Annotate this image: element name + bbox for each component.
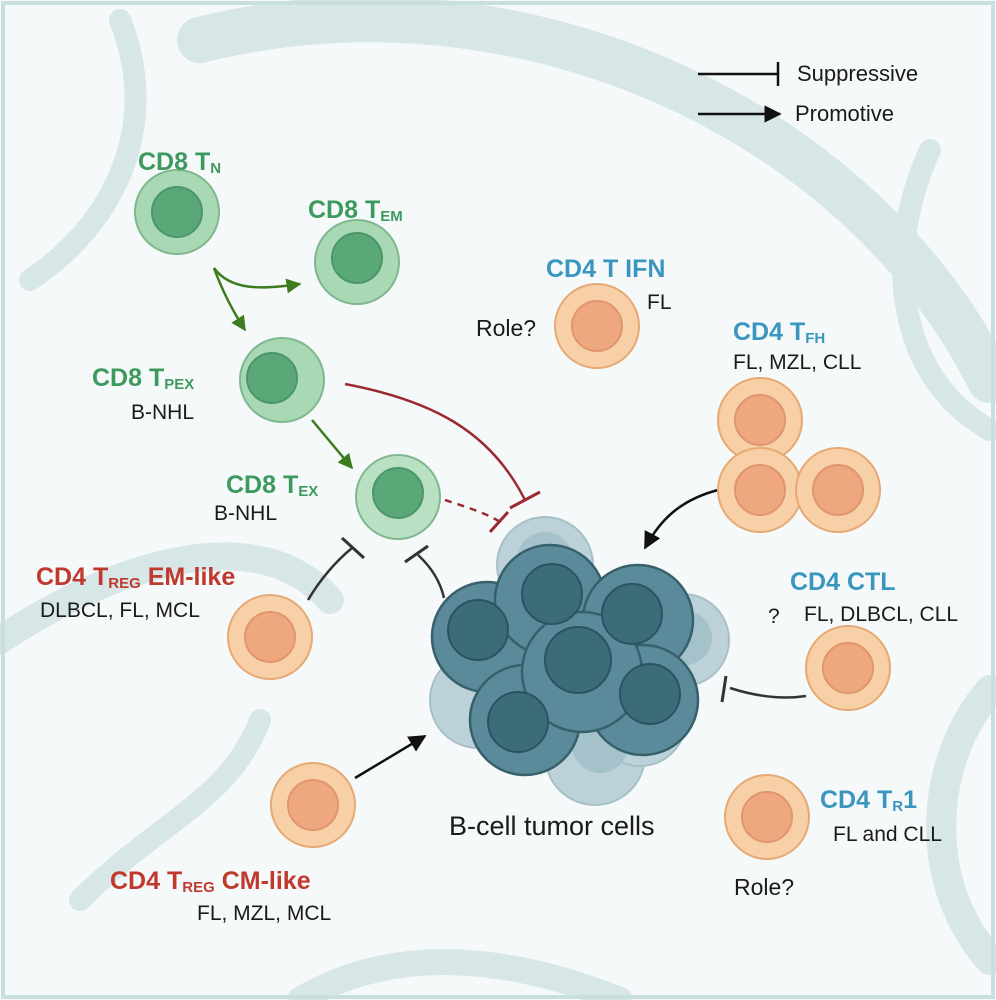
cd4-t-ifn-disease: FL	[647, 291, 672, 314]
cd4-treg-em-disease: DLBCL, FL, MCL	[40, 599, 200, 622]
tpex-to-tex-arrow	[311, 419, 353, 470]
cd4-tr1-role: Role?	[734, 874, 795, 900]
cd4-ctl-disease: FL, DLBCL, CLL	[804, 603, 959, 626]
tumor-suppress-tex-bar	[404, 544, 429, 564]
treg-em-suppress-bar	[340, 536, 366, 560]
cd4-tfh-cells	[717, 377, 881, 533]
cd8-tpex-label: CD8 TPEX	[92, 364, 195, 393]
tn-to-tem-arrow	[212, 267, 302, 294]
cd4-tfh-main: CD4 T	[733, 318, 806, 346]
cd4-tfh-disease: FL, MZL, CLL	[733, 351, 862, 374]
cd8-tex-label: CD8 TEX	[226, 471, 319, 500]
tn-to-tpex-arrow	[212, 267, 247, 332]
legend-promotive-label: Promotive	[795, 101, 895, 126]
cd8-tex-disease: B-NHL	[214, 502, 278, 525]
cd8-tn-cell	[134, 169, 220, 255]
cd4-tr1-label: CD4 TR1	[820, 786, 917, 815]
cd8-tn-label: CD8 TN	[138, 148, 222, 177]
cd4-tr1-main: CD4 T	[820, 786, 893, 814]
cd4-treg-em-main: CD4 T	[36, 563, 109, 591]
cd4-tr1-cell	[724, 774, 810, 860]
cd8-tem-cell	[314, 219, 400, 305]
cd4-treg-cm-disease: FL, MZL, MCL	[197, 902, 332, 925]
cd4-treg-cm-suffix: CM-like	[214, 867, 311, 895]
cd4-tr1-disease: FL and CLL	[833, 823, 942, 846]
cd8-tn-subscript: N	[210, 160, 222, 177]
legend-suppressive-label: Suppressive	[797, 61, 919, 86]
cd4-tfh-subscript: FH	[805, 330, 826, 347]
tumor-suppress-tex-line	[417, 554, 446, 599]
cd8-tem-subscript: EM	[380, 208, 403, 225]
cd4-tfh-label: CD4 TFH	[733, 318, 826, 347]
cd4-treg-em-label: CD4 TREG EM-like	[36, 563, 236, 592]
treg-em-suppress-line	[306, 547, 353, 601]
tex-inhibit-bar	[488, 510, 510, 534]
legend	[698, 62, 782, 123]
cd8-tpex-subscript: PEX	[164, 376, 195, 393]
cd4-ctl-question: ?	[768, 605, 780, 628]
cd8-tpex-main: CD8 T	[92, 364, 165, 392]
cd4-tr1-suffix: 1	[903, 786, 917, 814]
cd4-treg-em-subscript: REG	[108, 575, 141, 592]
ctl-suppress-bar	[720, 675, 728, 703]
cd4-treg-em-suffix: EM-like	[140, 563, 236, 591]
b-cell-tumor-cluster	[429, 516, 730, 806]
cd4-ctl-label: CD4 CTL	[790, 568, 896, 596]
tex-inhibits-tumor-dashed	[444, 498, 501, 524]
ctl-suppress-line	[729, 686, 807, 699]
tpex-inhibits-tumor-line	[344, 382, 527, 501]
cd4-treg-em-cell	[227, 594, 313, 680]
cd8-tpex-cell	[239, 337, 325, 423]
cd8-tpex-disease: B-NHL	[131, 401, 195, 424]
cd8-tex-main: CD8 T	[226, 471, 299, 499]
connectors	[212, 267, 807, 780]
cd8-tem-label: CD8 TEM	[308, 196, 403, 225]
cd4-t-ifn-cell	[554, 283, 640, 369]
cd4-ctl-cell	[805, 625, 891, 711]
tumor-label: B-cell tumor cells	[449, 811, 655, 841]
cd8-tex-subscript: EX	[298, 483, 319, 500]
cd8-tem-main: CD8 T	[308, 196, 381, 224]
cd4-tr1-subscript: R	[892, 798, 904, 815]
cd8-tn-main: CD8 T	[138, 148, 211, 176]
cd4-t-ifn-role: Role?	[476, 315, 537, 341]
cd4-treg-cm-subscript: REG	[182, 879, 215, 896]
treg-cm-promote-arrow	[354, 734, 427, 780]
cd4-treg-cm-cell	[270, 762, 356, 848]
cd4-t-ifn-label: CD4 T IFN	[546, 255, 666, 283]
tfh-promote-arrow	[643, 488, 719, 550]
cd4-treg-cm-main: CD4 T	[110, 867, 183, 895]
cd8-tex-cell	[355, 454, 441, 540]
cd4-treg-cm-label: CD4 TREG CM-like	[110, 867, 311, 896]
tpex-inhibit-bar	[509, 490, 541, 510]
